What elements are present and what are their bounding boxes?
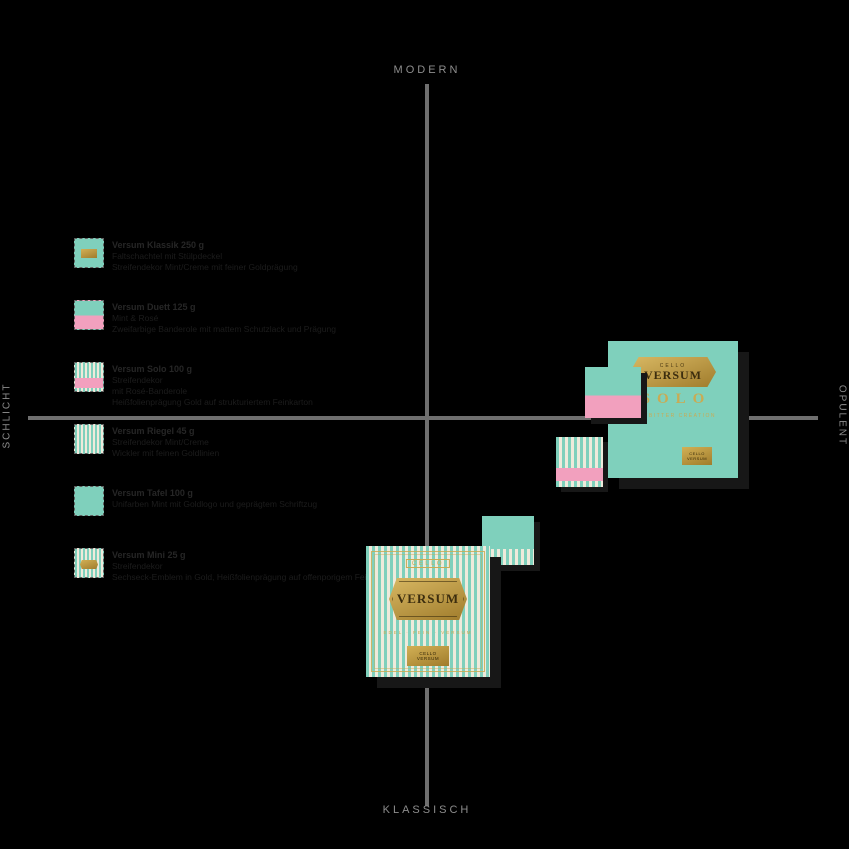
legend-item-line: Mint & Rosé [112,313,159,323]
legend-thumbnail-plaque [74,238,104,268]
solo-emblem-line1: CELLO [689,451,705,456]
solo-subline: ZARTBITTER CRÉATION [629,413,717,419]
legend-item-line: Unifarben Mint mit Goldlogo und geprägte… [112,499,318,509]
solo-brand: CELLO [659,362,687,369]
legend-thumbnail-duo [74,300,104,330]
axis-label-top: MODERN [393,64,461,76]
solo-name: VERSUM [643,367,702,382]
versum-subline: EDEL · FEIN · VERSUM [383,630,473,635]
versum-gold-plaque: VERSUM [389,578,467,620]
solo-emblem: CELLO VERSUM [682,447,712,465]
legend-item-line: Heißfolienprägung Gold auf strukturierte… [112,397,313,407]
legend-item-title: Versum Mini 25 g [112,550,186,560]
legend-thumbnail-stripegold [74,548,104,578]
versum-emblem-line2: VERSUM [416,656,440,661]
legend-thumbnail-stripes [74,424,104,454]
solo-variant: SOLO [641,391,712,407]
legend-item-line: mit Rosé-Banderole [112,386,188,396]
legend-item-line: Wickler mit feinen Goldlinien [112,448,220,458]
legend-thumbnail-solid [74,486,104,516]
axis-label-bottom: KLASSISCH [382,804,472,816]
legend-item-title: Versum Tafel 100 g [112,488,193,498]
versum-name: VERSUM [396,591,460,606]
versum-brand-tag: CELLO [405,559,451,568]
legend-item-title: Versum Duett 125 g [112,302,196,312]
legend-item-line: Streifendekor Mint/Creme mit feiner Gold… [112,262,298,272]
horizontal-axis-line [28,416,818,420]
legend-item-line: Streifendekor [112,375,163,385]
legend-item-line: Sechseck-Emblem in Gold, Heißfolienprägu… [112,572,395,582]
legend-item-line: Streifendekor Mint/Creme [112,437,209,447]
versum-plaque-border: VERSUM [392,581,464,617]
legend-item-title: Versum Solo 100 g [112,364,193,374]
versum-emblem: CELLO VERSUM [407,646,449,666]
axis-label-right: OPULENT [836,384,848,447]
legend-thumbnail-stripepink [74,362,104,392]
legend-item-line: Zweifarbige Banderole mit mattem Schutzl… [112,324,336,334]
legend-item-title: Versum Klassik 250 g [112,240,205,250]
product-versum-box: CELLO VERSUM EDEL · FEIN · VERSUM CELLO … [366,546,490,677]
legend-item-title: Versum Riegel 45 g [112,426,195,436]
material-swatch-mint-pink [585,367,641,418]
solo-emblem-line2: VERSUM [686,456,708,461]
axis-label-left: SCHLICHT [1,382,13,449]
versum-emblem-line1: CELLO [419,650,437,656]
material-swatch-stripe-pink [556,437,603,487]
vertical-axis-line [425,84,429,806]
legend-item-line: Faltschachtel mit Stülpdeckel [112,251,223,261]
legend-item-line: Streifendekor [112,561,163,571]
